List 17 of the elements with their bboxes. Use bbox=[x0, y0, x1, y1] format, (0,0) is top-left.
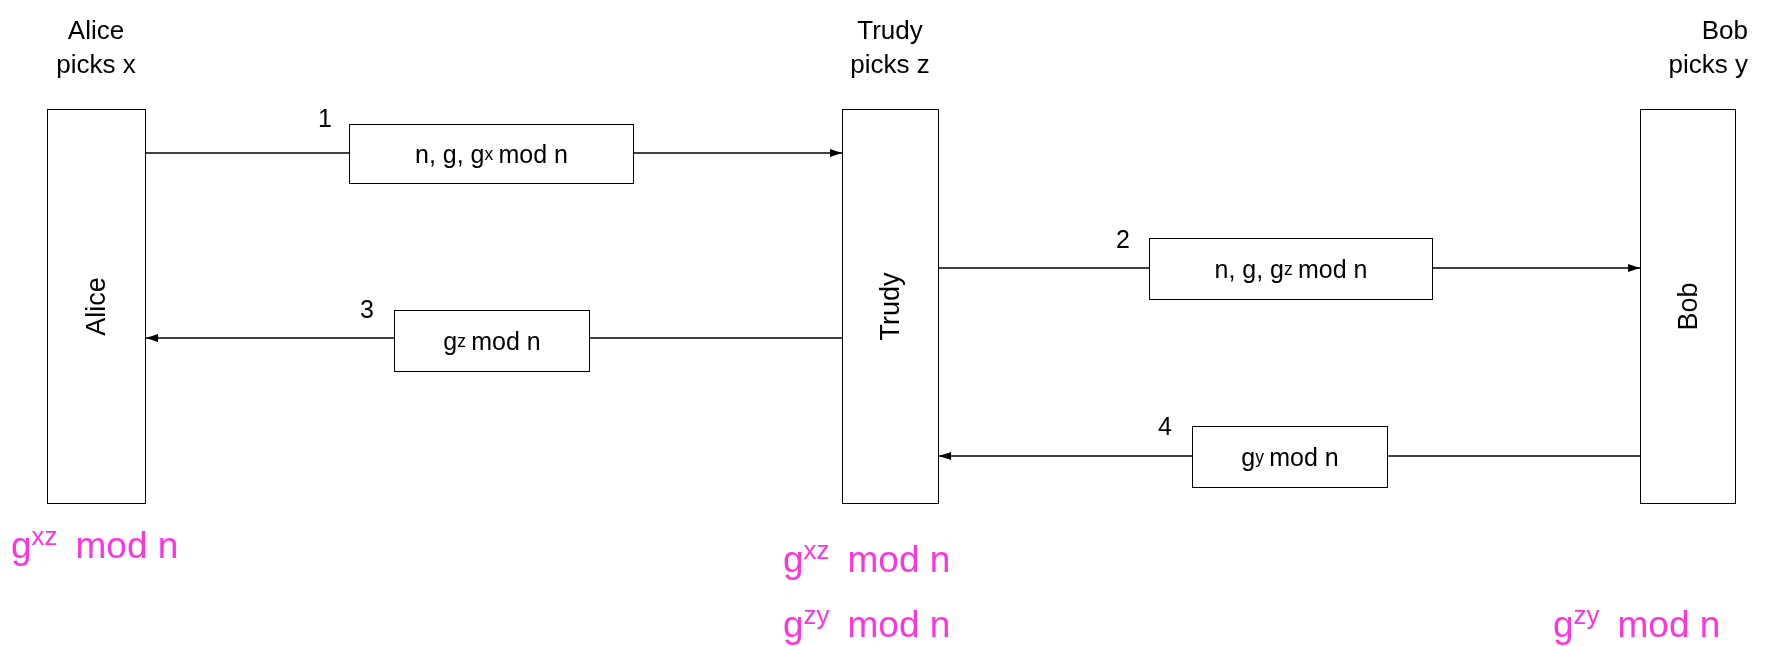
key-expression: g$^{zy}$ mod n bbox=[1553, 605, 1721, 646]
key-expression: g$^{xz}$ mod n bbox=[783, 540, 951, 581]
participant-box bbox=[1640, 109, 1736, 504]
step-number: 1 bbox=[318, 104, 332, 133]
step-number: 3 bbox=[360, 295, 374, 324]
step-number: 4 bbox=[1158, 412, 1172, 441]
key-expression: g$^{zy}$ mod n bbox=[783, 605, 951, 646]
participant-name: Bob bbox=[1672, 282, 1704, 331]
participant-heading: Trudy picks z bbox=[849, 14, 931, 81]
key-expression: g$^{xz}$ mod n bbox=[11, 526, 179, 567]
participant-box bbox=[47, 109, 146, 504]
step-number: 2 bbox=[1116, 225, 1130, 254]
participant-box bbox=[842, 109, 939, 504]
participant-heading: Alice picks x bbox=[55, 14, 137, 81]
participant-heading: Bob picks y bbox=[1667, 14, 1748, 81]
participant-name: Trudy bbox=[875, 272, 906, 341]
participant-name: Alice bbox=[81, 277, 112, 336]
